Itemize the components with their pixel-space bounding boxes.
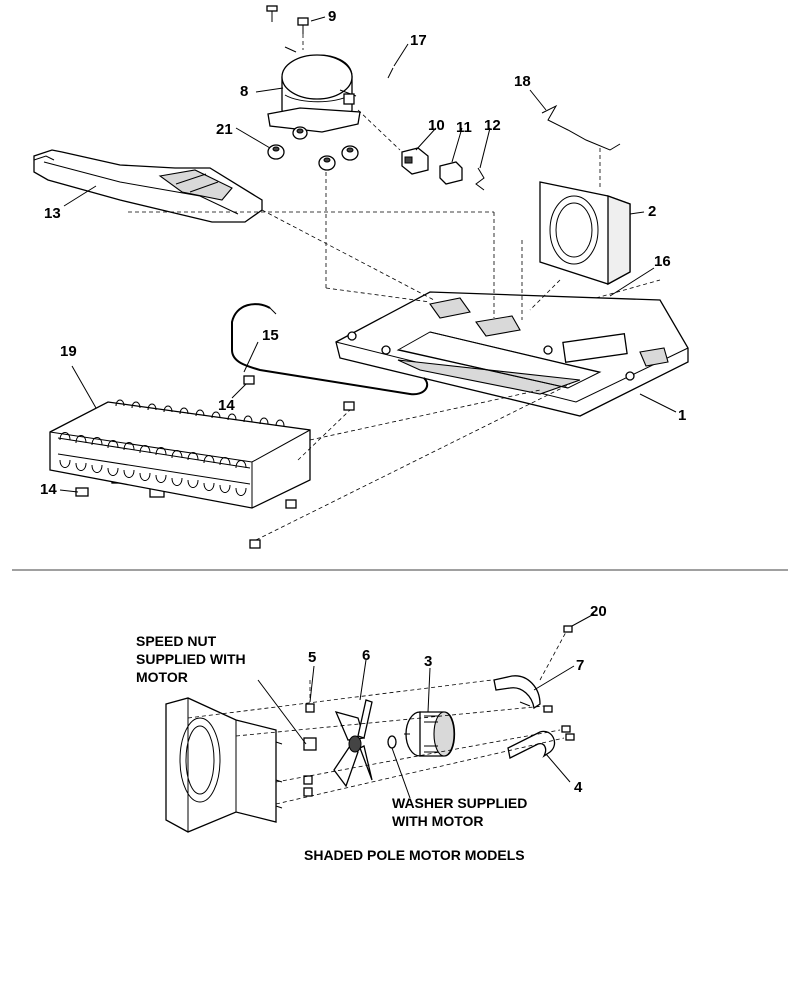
callout-14: 14	[218, 397, 235, 414]
caption-motor-models: SHADED POLE MOTOR MODELS	[304, 847, 525, 863]
callout-10: 10	[428, 117, 445, 134]
callout-6: 6	[362, 647, 370, 664]
fan-motor	[404, 711, 456, 757]
drain-pan	[33, 149, 263, 223]
note-washer-line1: WASHER SUPPLIED	[392, 795, 527, 811]
note-speed-nut-line1: SPEED NUT	[136, 633, 217, 649]
callout-18: 18	[514, 73, 531, 90]
speed-nut	[303, 680, 317, 797]
callout-1: 1	[678, 407, 686, 424]
wire-bracket	[541, 104, 621, 151]
note-washer-line2: WITH MOTOR	[392, 813, 484, 829]
callout-13: 13	[44, 205, 61, 222]
callout-15: 15	[262, 327, 279, 344]
note-speed-nut-line2: SUPPLIED WITH	[136, 651, 246, 667]
condenser-coil	[49, 399, 311, 509]
callout-20: 20	[590, 603, 607, 620]
callout-9: 9	[328, 8, 336, 25]
callout-8: 8	[240, 83, 248, 100]
callout-2: 2	[648, 203, 656, 220]
compressor	[267, 46, 361, 133]
callout-17: 17	[410, 32, 427, 49]
callout-12: 12	[484, 117, 501, 134]
callout-4: 4	[574, 779, 583, 796]
relay-clip	[475, 167, 485, 191]
bracket-screws	[543, 705, 575, 741]
callout-11: 11	[456, 119, 472, 136]
callout-16: 16	[654, 253, 671, 270]
note-speed-nut-line3: MOTOR	[136, 669, 188, 685]
callout-7: 7	[576, 657, 584, 674]
fan-blade	[333, 699, 373, 788]
screw-20	[563, 625, 573, 633]
overload-protector	[439, 161, 463, 185]
callout-5: 5	[308, 649, 316, 666]
callout-3: 3	[424, 653, 432, 670]
mounting-bolt	[266, 5, 309, 50]
condenser-tube	[231, 303, 429, 396]
screw	[387, 67, 394, 79]
base-plate	[335, 291, 689, 417]
motor-bracket	[165, 697, 283, 833]
start-relay	[401, 147, 429, 175]
motor-bracket-upper	[493, 675, 541, 710]
fan-bracket	[539, 148, 631, 286]
compressor-grommets	[267, 126, 359, 171]
callout-14: 14	[40, 481, 57, 498]
callout-19: 19	[60, 343, 77, 360]
washer	[387, 735, 397, 749]
callout-21: 21	[216, 121, 233, 138]
